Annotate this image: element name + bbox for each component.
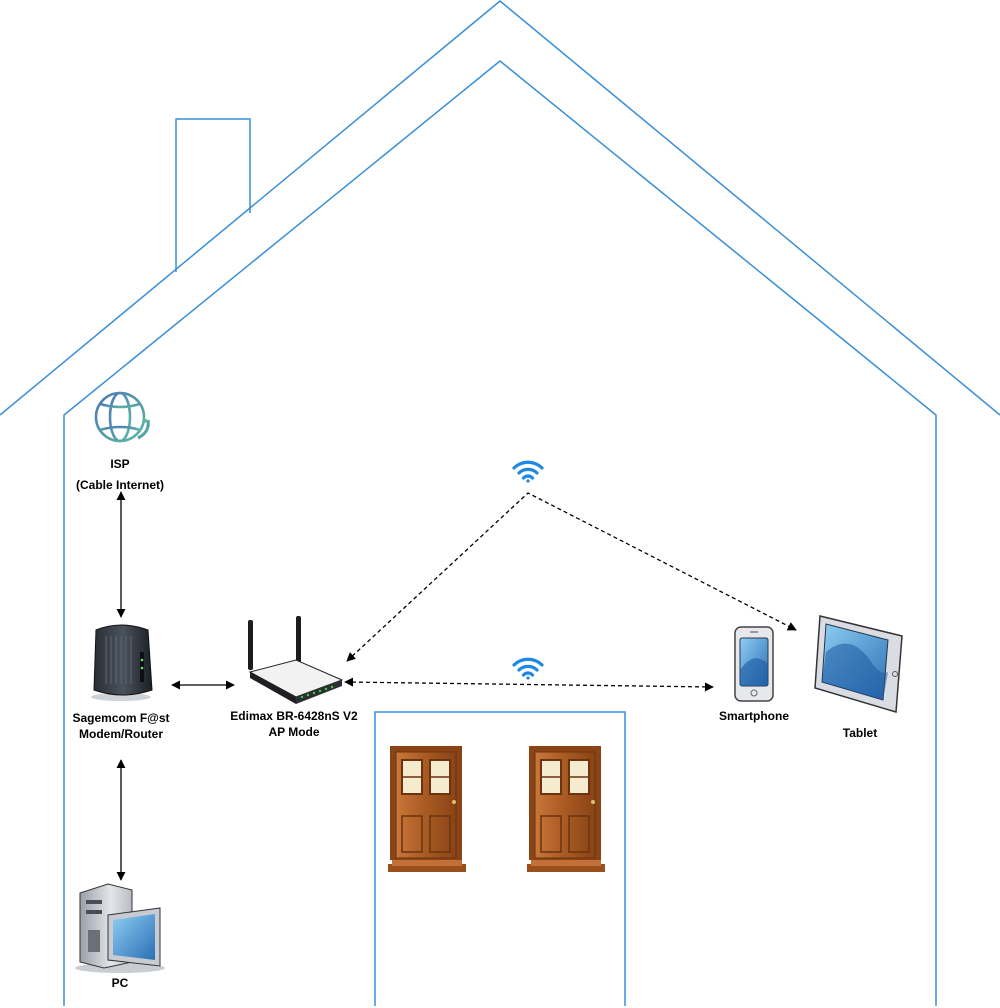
router-label-line1: Edimax BR-6428nS V2	[230, 709, 358, 723]
hallway-outline	[374, 711, 626, 1006]
isp-label: ISP	[110, 457, 130, 471]
tablet-icon	[814, 615, 903, 713]
wifi-icon	[512, 460, 544, 483]
links	[116, 491, 797, 881]
wireless-router-icon	[248, 616, 344, 704]
roof-outer	[0, 0, 1000, 416]
smartphone-icon	[734, 626, 774, 702]
chimney	[175, 118, 251, 272]
modem-icon	[91, 624, 153, 701]
isp-sublabel: (Cable Internet)	[75, 478, 164, 492]
wifi-icon	[512, 657, 544, 680]
tablet-label: Tablet	[842, 726, 878, 740]
smartphone-label: Smartphone	[718, 709, 789, 723]
pc-label: PC	[111, 976, 129, 990]
wifi-link-router-smartphone	[344, 677, 714, 692]
door-icon	[388, 746, 466, 872]
house-inner-outline	[63, 60, 937, 1006]
door-icon	[527, 746, 605, 872]
modem-label-line2: Modem/Router	[79, 727, 163, 741]
desktop-pc-icon	[75, 883, 165, 973]
router-label-line2: AP Mode	[268, 725, 320, 739]
modem-label-line1: Sagemcom F@st	[72, 711, 170, 725]
wifi-link-router-tablet	[346, 492, 797, 662]
globe-icon	[94, 391, 150, 443]
